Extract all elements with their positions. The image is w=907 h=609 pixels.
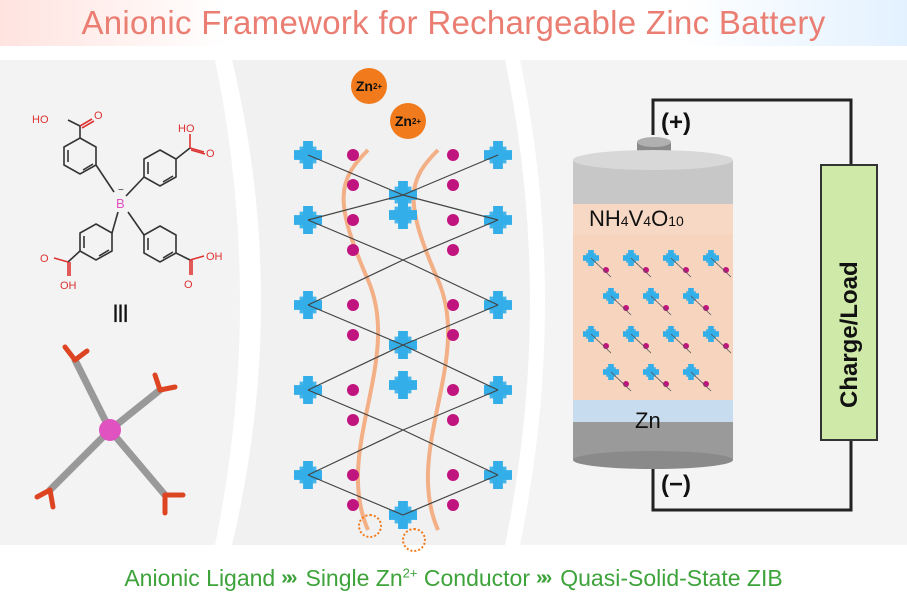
- anion-node: [623, 381, 629, 387]
- cathode-label: NH4V4O10: [589, 206, 684, 231]
- anion-node: [447, 214, 459, 226]
- anion-node: [683, 267, 689, 273]
- vacant-ion-2: [402, 528, 426, 552]
- anion-node: [347, 244, 359, 256]
- acid-label-bottom-left: OH: [60, 280, 77, 292]
- oxygen-label: O: [40, 253, 49, 265]
- anion-node: [663, 305, 669, 311]
- double-chevron-icon: »»: [281, 566, 297, 589]
- vacant-ion-1: [358, 514, 382, 538]
- anion-node: [703, 381, 709, 387]
- anion-node: [447, 149, 459, 161]
- anion-node: [723, 267, 729, 273]
- anion-node: [347, 299, 359, 311]
- boron-charge: −: [118, 185, 124, 196]
- zinc-node: [389, 201, 417, 229]
- anion-node: [347, 414, 359, 426]
- ligand-structure: HO O HO O O OH OH O B − |||: [32, 110, 223, 322]
- positive-terminal-label: (+): [661, 109, 691, 136]
- anion-node: [347, 149, 359, 161]
- equivalence-mark: |||: [113, 302, 128, 322]
- anion-node: [347, 499, 359, 511]
- oxygen-label: O: [94, 110, 103, 122]
- caption-step-conductor: Single Zn2+ Conductor: [305, 564, 530, 591]
- anion-node: [663, 381, 669, 387]
- zinc-node: [389, 371, 417, 399]
- acid-label-bottom-right: OH: [206, 251, 223, 263]
- anion-node: [703, 305, 709, 311]
- caption-row: Anionic Ligand »» Single Zn2+ Conductor …: [0, 556, 907, 600]
- charge-load-box: [820, 164, 878, 441]
- anion-node: [447, 329, 459, 341]
- anion-node: [447, 244, 459, 256]
- anion-node: [447, 299, 459, 311]
- double-chevron-icon: »»: [536, 566, 552, 589]
- boron-label: B: [116, 196, 125, 211]
- charge-load-label: Charge/Load: [836, 261, 863, 408]
- anion-node: [447, 414, 459, 426]
- anion-node: [347, 384, 359, 396]
- acid-label-top-left: HO: [32, 114, 49, 126]
- ion-flow-arrow: [411, 148, 451, 531]
- oxygen-label: O: [184, 279, 193, 291]
- anode-label: Zn: [635, 408, 661, 433]
- anion-node: [683, 343, 689, 349]
- boron-atom: [99, 419, 121, 441]
- anion-node: [447, 384, 459, 396]
- oxygen-label: O: [206, 148, 215, 160]
- anion-node: [447, 469, 459, 481]
- negative-terminal-label: (−): [661, 471, 691, 498]
- caption-step-ligand: Anionic Ligand: [124, 564, 276, 591]
- framework-lattice: [294, 141, 512, 531]
- anion-node: [347, 469, 359, 481]
- anion-node: [603, 267, 609, 273]
- anion-node: [347, 179, 359, 191]
- anion-node: [623, 305, 629, 311]
- anion-node: [447, 499, 459, 511]
- anion-node: [643, 267, 649, 273]
- ball-stick-model: [34, 344, 186, 516]
- battery-diagram: NH4V4O10 Zn (+) (−) Charge/Load: [573, 98, 878, 512]
- ion-flow-arrow: [341, 148, 381, 531]
- acid-label-top-right: HO: [178, 123, 195, 135]
- anion-node: [603, 343, 609, 349]
- anion-node: [643, 343, 649, 349]
- anion-node: [347, 329, 359, 341]
- caption-step-zib: Quasi-Solid-State ZIB: [560, 564, 783, 591]
- anion-node: [347, 214, 359, 226]
- page-title: Anionic Framework for Rechargeable Zinc …: [0, 0, 907, 46]
- anion-node: [723, 343, 729, 349]
- anion-node: [447, 179, 459, 191]
